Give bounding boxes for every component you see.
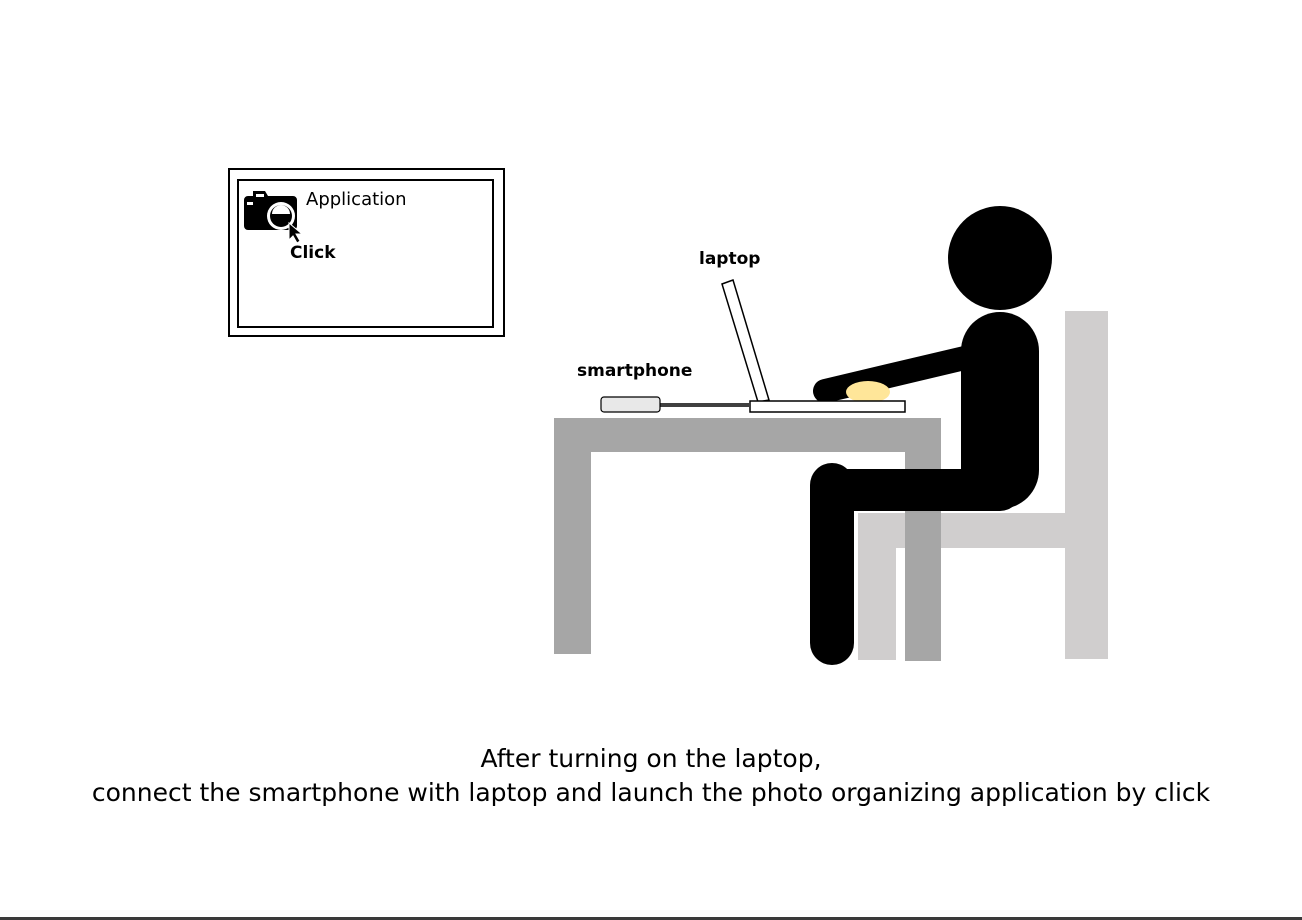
laptop-base xyxy=(749,400,906,413)
caption-line-1: After turning on the laptop, xyxy=(480,744,822,773)
computer-mouse xyxy=(846,381,890,403)
chair xyxy=(858,311,1108,660)
camera-icon[interactable] xyxy=(244,191,297,230)
person xyxy=(810,206,1052,665)
table-left-leg xyxy=(554,418,591,654)
table-right-leg xyxy=(905,418,941,661)
person-head xyxy=(948,206,1052,310)
instruction-caption: After turning on the laptop, connect the… xyxy=(0,742,1302,810)
bottom-divider xyxy=(0,917,1302,920)
application-window: Application Click xyxy=(228,168,505,337)
click-label: Click xyxy=(290,243,336,263)
laptop xyxy=(721,279,906,413)
smartphone-label: smartphone xyxy=(577,361,692,381)
table xyxy=(554,418,941,661)
laptop-label: laptop xyxy=(699,249,760,269)
mouse-cursor-icon xyxy=(288,221,304,244)
chair-front-leg xyxy=(858,513,896,660)
caption-line-2: connect the smartphone with laptop and l… xyxy=(91,778,1211,807)
application-title: Application xyxy=(306,189,407,210)
smartphone xyxy=(600,396,661,413)
table-top xyxy=(554,418,941,452)
laptop-screen xyxy=(721,279,770,403)
chair-seat xyxy=(858,513,1108,548)
chair-back xyxy=(1065,311,1108,659)
